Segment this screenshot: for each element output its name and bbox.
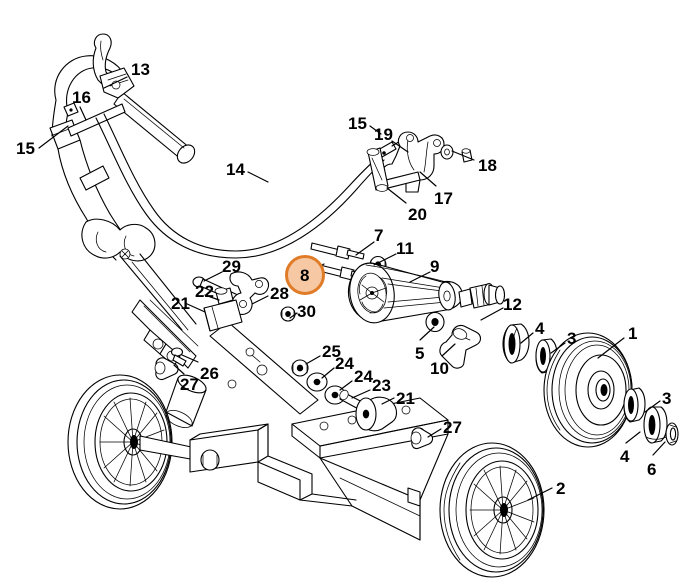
callout-11-c11[interactable]: 11 (396, 239, 414, 258)
small-parts-left (154, 271, 296, 428)
callout-15-c15a[interactable]: 15 (16, 139, 35, 158)
control-cable-14 (95, 113, 403, 259)
callout-7-c7[interactable]: 7 (374, 226, 384, 245)
callout-24-c24b[interactable]: 24 (354, 367, 373, 386)
shaft-spacer-12 (458, 282, 506, 309)
callout-6-c6[interactable]: 6 (647, 460, 657, 479)
callout-25-c25[interactable]: 25 (322, 342, 341, 361)
callout-4-c4a[interactable]: 4 (535, 319, 545, 338)
callout-21-c21b[interactable]: 21 (396, 389, 415, 408)
callout-17-c17[interactable]: 17 (434, 189, 453, 208)
callout-19-c19[interactable]: 19 (374, 125, 393, 144)
handlebar-assembly (49, 33, 196, 219)
callout-21-c21a[interactable]: 21 (171, 294, 190, 313)
callout-12-c12[interactable]: 12 (503, 295, 522, 314)
callout-3-c3a[interactable]: 3 (567, 329, 577, 348)
bearing-4-lower (643, 406, 668, 444)
callout-15-c15b[interactable]: 15 (348, 114, 367, 133)
callout-29-c29[interactable]: 29 (222, 257, 241, 276)
callout-20-c20[interactable]: 20 (408, 205, 427, 224)
wheel-1 (543, 332, 633, 448)
leader-lines (38, 76, 666, 501)
bolt-27-right (410, 427, 434, 450)
callout-27-c27a[interactable]: 27 (180, 375, 199, 394)
callout-3-c3b[interactable]: 3 (662, 389, 672, 408)
callout-13-c13[interactable]: 13 (131, 60, 150, 79)
bracket-group-19-17-18-20 (366, 131, 473, 193)
callout-24-c24a[interactable]: 24 (335, 354, 354, 373)
chassis-frame (189, 321, 449, 541)
callout-27-c27b[interactable]: 27 (443, 418, 462, 437)
callout-18-c18[interactable]: 18 (478, 156, 497, 175)
callout-14-c14[interactable]: 14 (226, 160, 245, 179)
cone-housing-9 (347, 262, 463, 324)
wheel-2 (439, 442, 545, 578)
callout-22-c22[interactable]: 22 (195, 282, 214, 301)
highlight-circle-part-8[interactable] (285, 255, 325, 295)
callout-16-c16[interactable]: 16 (72, 88, 91, 107)
washer-5-screw-10 (425, 311, 482, 369)
callout-30-c30[interactable]: 30 (297, 302, 316, 321)
callout-1-c1[interactable]: 1 (628, 324, 638, 343)
callout-4-c4b[interactable]: 4 (620, 447, 630, 466)
wheel-front-left (67, 374, 197, 510)
bearing-4-upper (502, 323, 530, 364)
frame-upper-tube (79, 165, 199, 369)
callout-28-c28[interactable]: 28 (270, 284, 289, 303)
small-parts-center (291, 359, 398, 432)
bearing-3-lower (623, 387, 646, 423)
callout-2-c2[interactable]: 2 (556, 479, 566, 498)
callout-23-c23[interactable]: 23 (372, 376, 391, 395)
callout-26-c26[interactable]: 26 (200, 364, 219, 383)
callout-9-c9[interactable]: 9 (430, 257, 440, 276)
highlight-label-8: 8 (300, 266, 310, 285)
snap-ring-6 (665, 422, 679, 446)
callout-10-c10[interactable]: 10 (430, 359, 449, 378)
callout-5-c5[interactable]: 5 (415, 344, 425, 363)
